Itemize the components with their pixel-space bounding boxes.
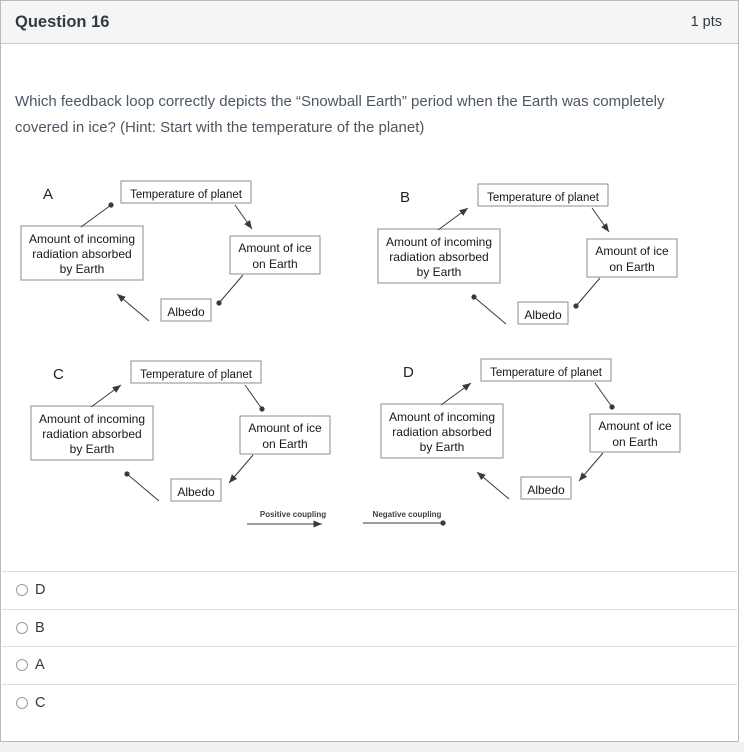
option-label[interactable]: A xyxy=(35,657,45,674)
radiation-box-label: by Earth xyxy=(70,442,115,456)
temperature-box xyxy=(480,358,612,382)
coupling-arrow-ice_to_albedo-positive xyxy=(578,452,604,482)
ice-box-label: on Earth xyxy=(612,435,657,449)
option-label[interactable]: D xyxy=(35,582,46,599)
radiation-box-label: by Earth xyxy=(420,440,465,454)
radio-button[interactable] xyxy=(16,659,28,672)
coupling-arrow-temperature_to_ice-positive xyxy=(591,207,610,233)
albedo-box xyxy=(520,476,572,500)
coupling-arrow-ice_to_albedo-negative xyxy=(573,277,601,309)
radiation-box xyxy=(30,405,154,461)
ice-box xyxy=(589,413,681,453)
radiation-box-label: Amount of incoming xyxy=(386,235,492,249)
question-title: Question 16 xyxy=(15,12,110,31)
radiation-box-label: by Earth xyxy=(60,262,105,276)
coupling-arrow-albedo_to_radiation-positive xyxy=(116,293,150,322)
radio-button[interactable] xyxy=(16,696,28,709)
albedo-box xyxy=(160,298,212,322)
radiation-box-label: radiation absorbed xyxy=(32,247,131,261)
coupling-arrow-radiation_to_temperature-negative xyxy=(80,202,114,228)
albedo-box-label: Albedo xyxy=(527,483,565,497)
coupling-arrow-temperature_to_ice-positive xyxy=(234,204,253,230)
coupling-arrow-radiation_to_temperature-positive xyxy=(90,384,122,408)
radiation-box xyxy=(20,225,144,281)
answer-option-row[interactable]: B xyxy=(2,608,737,647)
temperature-box-label: Temperature of planet xyxy=(140,369,253,381)
question-text: Which feedback loop correctly depicts th… xyxy=(15,93,665,136)
radiation-box-label: by Earth xyxy=(417,265,462,279)
coupling-arrow-albedo_to_radiation-negative xyxy=(471,294,507,325)
ice-box-label: Amount of ice xyxy=(595,244,669,258)
coupling-arrow-albedo_to_radiation-negative xyxy=(124,471,160,502)
diagram-letter-label: D xyxy=(403,364,414,381)
radiation-box-label: radiation absorbed xyxy=(389,250,488,264)
ice-box-label: on Earth xyxy=(252,257,297,271)
radiation-box-label: radiation absorbed xyxy=(392,425,491,439)
coupling-arrow-ice_to_albedo-negative xyxy=(216,274,244,306)
albedo-box xyxy=(170,478,222,502)
temperature-box xyxy=(120,180,252,204)
diagram-letter-label: A xyxy=(43,186,53,203)
radiation-box xyxy=(380,403,504,459)
temperature-box-label: Temperature of planet xyxy=(487,192,600,204)
albedo-box-label: Albedo xyxy=(524,308,562,322)
radiation-box-label: radiation absorbed xyxy=(42,427,141,441)
question-header: Question 16 1 pts xyxy=(1,1,738,44)
radiation-box-label: Amount of incoming xyxy=(389,410,495,424)
albedo-box-label: Albedo xyxy=(167,305,205,319)
coupling-arrow-temperature_to_ice-negative xyxy=(244,384,265,412)
coupling-arrow-radiation_to_temperature-positive xyxy=(440,382,472,406)
option-label[interactable]: B xyxy=(35,619,45,636)
page-background-strip xyxy=(0,742,744,752)
ice-box-label: Amount of ice xyxy=(238,241,312,255)
radiation-box-label: Amount of incoming xyxy=(29,232,135,246)
answer-option-row[interactable]: D xyxy=(2,571,737,609)
ice-box-label: Amount of ice xyxy=(598,419,672,433)
temperature-box-label: Temperature of planet xyxy=(130,189,243,201)
temperature-box-label: Temperature of planet xyxy=(490,367,603,379)
question-points: 1 pts xyxy=(690,14,722,30)
coupling-arrow-ice_to_albedo-positive xyxy=(228,454,254,484)
coupling-arrow-radiation_to_temperature-positive xyxy=(437,207,469,231)
radio-button[interactable] xyxy=(16,584,28,597)
radiation-box-label: Amount of incoming xyxy=(39,412,145,426)
coupling-arrow-temperature_to_ice-negative xyxy=(594,382,615,410)
answer-options: D B A C xyxy=(2,571,737,721)
figure-legend: Positive coupling Negative coupling xyxy=(247,510,446,528)
legend-negative-label: Negative coupling xyxy=(373,510,442,519)
ice-box-label: on Earth xyxy=(262,437,307,451)
coupling-arrow-albedo_to_radiation-positive xyxy=(476,471,510,500)
legend-positive-label: Positive coupling xyxy=(260,510,326,519)
albedo-box-label: Albedo xyxy=(177,485,215,499)
option-label[interactable]: C xyxy=(35,694,46,711)
radio-button[interactable] xyxy=(16,621,28,634)
diagram-letter-label: B xyxy=(400,189,410,206)
temperature-box xyxy=(477,183,609,207)
temperature-box xyxy=(130,360,262,384)
diagram-letter-label: C xyxy=(53,366,64,383)
ice-box xyxy=(239,415,331,455)
ice-box xyxy=(229,235,321,275)
ice-box-label: Amount of ice xyxy=(248,421,322,435)
albedo-box xyxy=(517,301,569,325)
ice-box-label: on Earth xyxy=(609,260,654,274)
answer-option-row[interactable]: A xyxy=(2,646,737,684)
radiation-box xyxy=(377,228,501,284)
ice-box xyxy=(586,238,678,278)
answer-option-row[interactable]: C xyxy=(2,683,737,722)
